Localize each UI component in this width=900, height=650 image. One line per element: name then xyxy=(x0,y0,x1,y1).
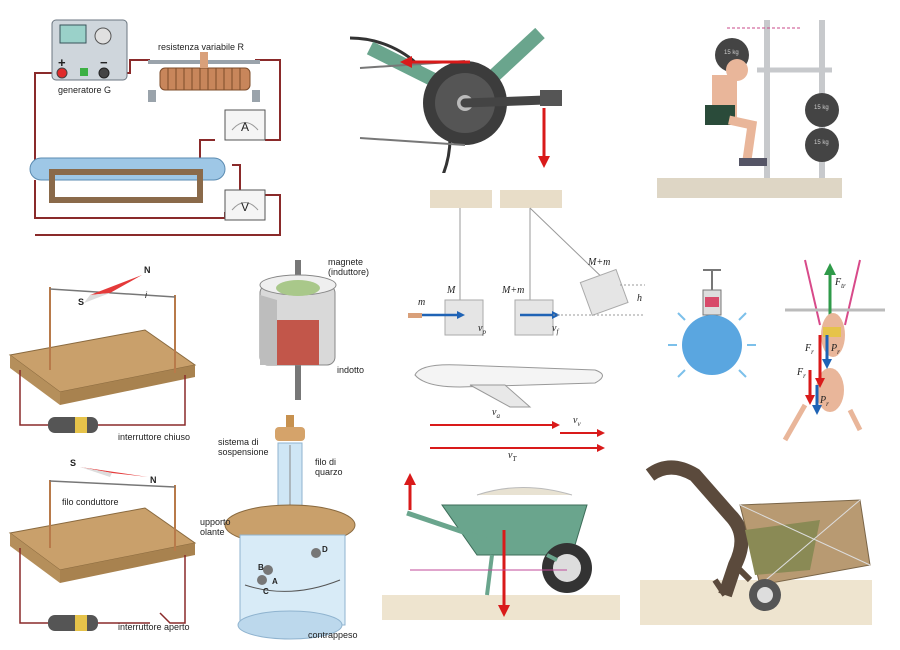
plate-2-label: 15 kg xyxy=(814,140,829,146)
airplane xyxy=(414,364,603,388)
label-va: va xyxy=(492,407,500,420)
oersted-panel: N S i interruttore chiuso S N filo condu… xyxy=(0,255,210,650)
horse xyxy=(645,460,749,598)
torsion-panel: sistema di sospensione filo di quarzo up… xyxy=(200,405,375,650)
weight-plate-2 xyxy=(805,128,839,162)
label-Pr1: Pr xyxy=(831,343,840,356)
resistor-label: resistenza variabile R xyxy=(158,42,245,52)
plane-drawing xyxy=(414,364,605,452)
oersted-drawing xyxy=(8,275,197,631)
acrobats-panel: Ftr Fr Pr Fr Pr xyxy=(765,255,900,450)
ammeter-label: A xyxy=(241,120,250,134)
voltmeter xyxy=(224,189,266,221)
circuit-drawing xyxy=(29,19,281,236)
weightlifter-panel: 15 kg 15 kg 15 kg xyxy=(657,0,900,200)
wheelbarrow-panel xyxy=(382,465,620,620)
circuit-panel: resistenza variabile R generatore G + − … xyxy=(0,0,300,245)
compass-needle-bottom xyxy=(80,467,148,477)
horse-drawing xyxy=(640,460,872,625)
bicycle-panel xyxy=(350,28,580,173)
generator-label: generatore G xyxy=(58,85,112,95)
label-Fr2: Fr xyxy=(797,367,806,380)
battery-top xyxy=(48,417,98,433)
bicycle-drawing xyxy=(350,28,562,173)
south-label-top: S xyxy=(78,297,85,307)
plus-sign: + xyxy=(58,55,66,70)
compass-needle-top xyxy=(90,275,142,295)
block-Mm xyxy=(514,299,554,336)
vessel-panel xyxy=(665,265,760,385)
south-label-bottom: S xyxy=(70,458,77,468)
current-label: i xyxy=(145,290,147,300)
plate-3-label: 15 kg xyxy=(724,50,739,56)
pendulum-drawing xyxy=(408,190,645,336)
north-label-bottom: N xyxy=(150,475,157,485)
label-Mm: M+m xyxy=(502,285,525,296)
horse-panel xyxy=(640,455,872,625)
plane-panel: va vv vT xyxy=(410,345,610,465)
support-label: upporto olante xyxy=(200,517,231,537)
magnet-label: magnete (induttore) xyxy=(328,257,370,277)
sphere xyxy=(682,315,742,375)
ball-a: A xyxy=(272,577,278,586)
pendulum-panel: M M+m M+m m h vp vf xyxy=(390,185,660,340)
label-vp: vp xyxy=(478,323,486,336)
variable-resistor xyxy=(159,67,251,91)
label-h: h xyxy=(637,293,642,304)
dynamo-panel: magnete (induttore) indotto xyxy=(215,255,370,405)
plate-1-label: 15 kg xyxy=(814,105,829,111)
battery-bottom xyxy=(48,615,98,631)
quartz-label: filo di quarzo xyxy=(315,457,343,477)
ball-c: C xyxy=(263,587,269,596)
label-M: M xyxy=(447,285,456,296)
label-Mm-swung: M+m xyxy=(588,257,611,268)
vessel-drawing xyxy=(668,269,756,378)
minus-sign: − xyxy=(100,55,108,70)
induced-coil xyxy=(277,320,319,365)
weightlifter-drawing xyxy=(657,20,842,198)
switch-closed-label: interruttore chiuso xyxy=(118,432,191,442)
label-Ftr: Ftr xyxy=(835,277,846,290)
dynamo-drawing xyxy=(259,260,337,400)
suspension-label: sistema di sospensione xyxy=(218,437,269,457)
ball-d: D xyxy=(322,545,328,554)
induced-label: indotto xyxy=(337,365,365,375)
label-vv: vv xyxy=(573,415,581,428)
weight-plate-1 xyxy=(805,93,839,127)
north-label-top: N xyxy=(144,265,151,275)
acrobats-drawing xyxy=(782,259,885,442)
wire-label: filo conduttore xyxy=(62,497,119,507)
label-Pr2: Pr xyxy=(820,395,829,408)
label-vf: vf xyxy=(552,323,559,336)
ball-b: B xyxy=(258,563,264,572)
counterweight-label: contrappeso xyxy=(308,630,358,640)
wheelbarrow-drawing xyxy=(382,473,620,620)
label-m: m xyxy=(418,297,426,308)
label-vT: vT xyxy=(508,450,517,463)
block-M xyxy=(444,299,484,336)
block-Mm-swung xyxy=(579,268,629,317)
voltmeter-label: V xyxy=(241,200,250,214)
switch-open-label: interruttore aperto xyxy=(118,622,190,632)
label-Fr1: Fr xyxy=(805,343,814,356)
ammeter xyxy=(224,109,266,141)
torsion-drawing xyxy=(224,415,356,640)
